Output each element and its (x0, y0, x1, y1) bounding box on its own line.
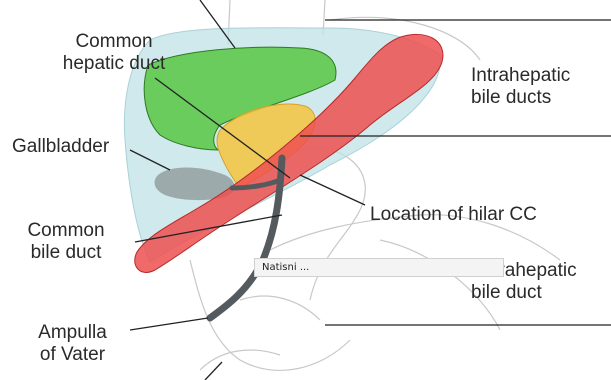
tooltip[interactable]: Natisni ... (254, 258, 504, 277)
label-line: bile ducts (471, 87, 570, 109)
label-line: bile duct (10, 242, 122, 264)
label-gallbladder: Gallbladder (12, 136, 109, 158)
label-line: of Vater (20, 344, 125, 366)
label-line: Intrahepatic (471, 65, 570, 87)
label-common-hepatic-duct: Common hepatic duct (44, 31, 184, 75)
label-line: bile duct (471, 282, 577, 304)
label-line: Ampulla (20, 322, 125, 344)
label-location-hilar-cc: Location of hilar CC (370, 204, 537, 226)
label-line: hepatic duct (44, 53, 184, 75)
label-intrahepatic-bile-ducts: Intrahepatic bile ducts (471, 65, 570, 109)
label-common-bile-duct: Common bile duct (10, 220, 122, 264)
label-line: Common (10, 220, 122, 242)
label-line: Common (44, 31, 184, 53)
label-ampulla-of-vater: Ampulla of Vater (20, 322, 125, 366)
